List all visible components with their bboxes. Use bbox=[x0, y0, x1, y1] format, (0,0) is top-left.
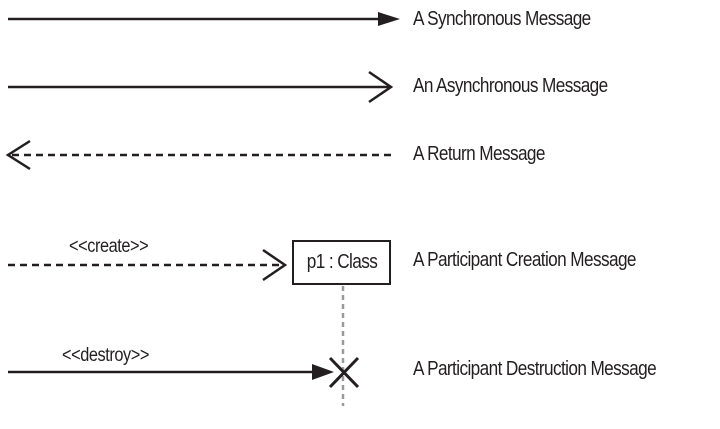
creation-message-arrow bbox=[8, 248, 288, 282]
destruction-stereotype-label: <<destroy>> bbox=[62, 345, 150, 366]
return-message-arrow bbox=[5, 139, 392, 171]
creation-message-label: A Participant Creation Message bbox=[413, 249, 636, 271]
synchronous-message-arrow bbox=[8, 12, 400, 26]
asynchronous-message-arrow bbox=[8, 70, 394, 104]
destruction-x-mark bbox=[328, 356, 360, 389]
participant-box: p1 : Class bbox=[292, 240, 391, 285]
destruction-message-label: A Participant Destruction Message bbox=[413, 358, 657, 380]
synchronous-message-label: A Synchronous Message bbox=[413, 8, 591, 30]
creation-stereotype-label: <<create>> bbox=[69, 236, 149, 257]
destruction-message-arrow bbox=[8, 364, 334, 380]
participant-label: p1 : Class bbox=[306, 251, 377, 273]
return-message-label: A Return Message bbox=[413, 143, 545, 165]
asynchronous-message-label: An Asynchronous Message bbox=[413, 75, 608, 97]
